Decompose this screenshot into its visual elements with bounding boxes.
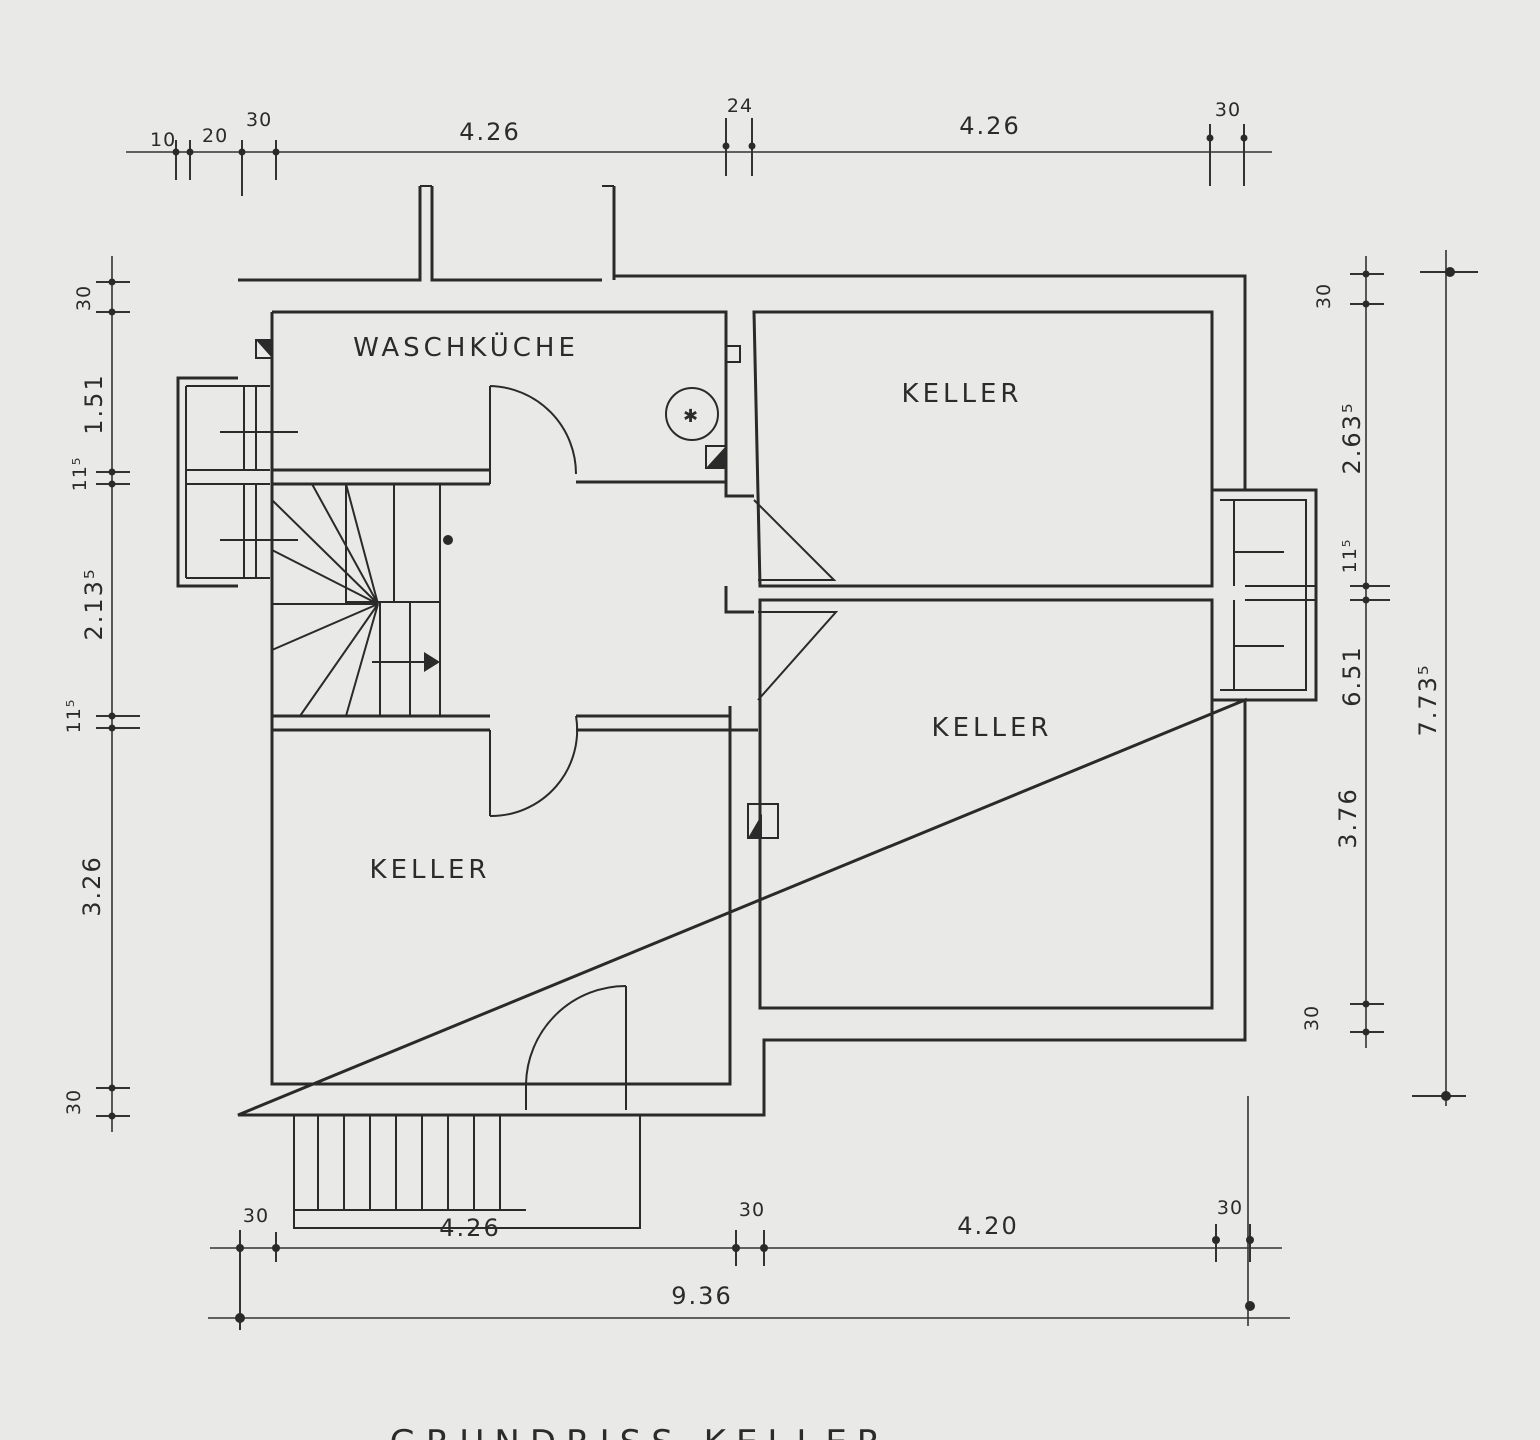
waschkueche-bottom-wall: [272, 468, 728, 486]
dim-top-426b: 4.26: [959, 112, 1020, 140]
boiler-symbol: ✱: [683, 406, 701, 427]
dim-right-30-bottom: 30: [1301, 1005, 1323, 1031]
dim-top-20: 20: [202, 125, 228, 147]
label-keller-left: KELLER: [370, 855, 491, 885]
dimension-top: 10 20 30 4.26 24 4.26 30: [126, 95, 1272, 196]
doors: [489, 385, 839, 1110]
dim-left-30-bottom: 30: [63, 1089, 85, 1115]
fixtures: ✱: [255, 339, 779, 839]
walls: [176, 185, 1318, 1117]
inner-wall-left: [270, 312, 732, 1086]
door-keller-left: [489, 715, 579, 818]
dim-right-651: 6.51: [1338, 645, 1366, 706]
room-labels: WASCHKÜCHE KELLER KELLER KELLER: [353, 331, 1053, 885]
right-lightwell-grate: [1220, 499, 1316, 691]
staircase: [271, 483, 453, 717]
exterior-stair-frame: [293, 1115, 641, 1229]
door-waschkueche: [489, 385, 577, 484]
stair-frame: [345, 484, 441, 716]
dim-top-30a: 30: [246, 109, 272, 131]
dim-top-24: 24: [727, 95, 753, 117]
dim-left-30-top: 30: [73, 285, 95, 311]
outer-wall: [237, 186, 1247, 1117]
label-keller-right: KELLER: [932, 713, 1053, 743]
label-keller-top-right: KELLER: [902, 379, 1023, 409]
dim-top-30b: 30: [1215, 99, 1241, 121]
dim-right-total: 7.73⁵: [1414, 663, 1442, 736]
dim-right-376: 3.76: [1334, 787, 1362, 848]
vent-icon-4: [747, 803, 779, 839]
dim-top-426a: 4.26: [459, 118, 520, 146]
door-keller-right: [757, 611, 839, 701]
dim-right-2635: 2.63⁵: [1338, 401, 1366, 474]
door-exterior: [525, 985, 627, 1110]
door-keller-top-right: [753, 499, 837, 581]
dim-bottom-total: 9.36: [671, 1282, 732, 1310]
stair-arrow-head: [424, 652, 440, 672]
dim-left-326: 3.26: [78, 855, 106, 916]
dim-bottom-420: 4.20: [957, 1212, 1018, 1240]
boiler-icon: [665, 387, 719, 441]
vent-icon-2: [725, 345, 741, 363]
keller-top-right-walls: [752, 310, 1214, 588]
right-lightwell-lines: [1234, 551, 1284, 647]
left-lightwell-grate: [185, 385, 270, 579]
dim-bottom-30c: 30: [1217, 1197, 1243, 1219]
stair-start-dot: [443, 535, 453, 545]
dim-left-115b: 11⁵: [63, 699, 85, 734]
label-waschkueche: WASCHKÜCHE: [353, 331, 579, 363]
exterior-stairs: [293, 1115, 641, 1229]
dim-top-10: 10: [150, 129, 176, 151]
right-lightwell: [1212, 488, 1318, 702]
left-lightwell-lines: [220, 431, 298, 541]
plan-title: GRUNDRISS KELLER: [390, 1423, 891, 1440]
stair-winders: [271, 483, 379, 717]
dim-bottom-30b: 30: [739, 1199, 765, 1221]
dim-left-2135: 2.13⁵: [80, 567, 108, 640]
dimension-right: 30 2.63⁵ 11⁵ 6.51 3.76 30 7.73⁵: [1301, 250, 1478, 1106]
dim-bottom-30a: 30: [243, 1205, 269, 1227]
exterior-stair-treads: [317, 1115, 501, 1210]
keller-right-walls: [758, 598, 1214, 1010]
dim-right-115: 11⁵: [1339, 539, 1361, 574]
dim-bottom-426: 4.26: [439, 1214, 500, 1242]
left-lightwell: [176, 376, 238, 588]
dim-right-30-top: 30: [1313, 283, 1335, 309]
center-wall: [724, 370, 758, 732]
dimension-left: 30 1.51 11⁵ 2.13⁵ 11⁵ 3.26 30: [63, 256, 140, 1132]
dim-left-115a: 11⁵: [69, 457, 91, 492]
dim-left-151: 1.51: [80, 373, 108, 434]
keller-left-top-wall: [272, 714, 730, 732]
dimension-bottom: 30 4.26 30 4.20 30 9.36: [208, 1096, 1290, 1330]
